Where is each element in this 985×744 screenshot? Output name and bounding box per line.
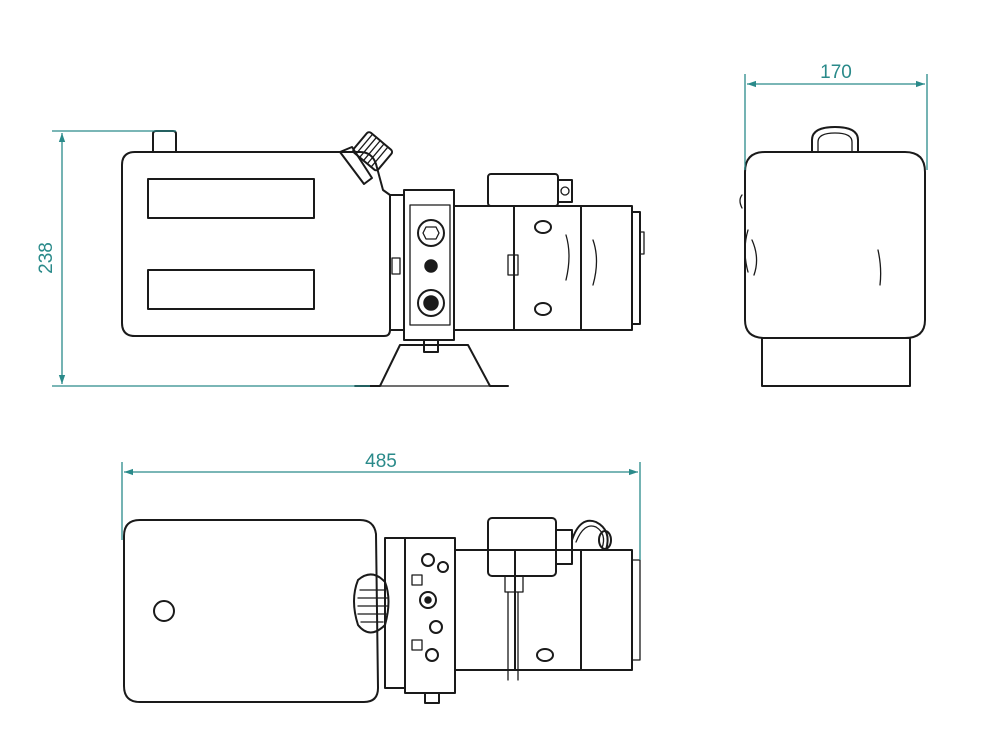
dimension-depth: 170	[744, 62, 928, 170]
dimension-length-label: 485	[365, 451, 397, 472]
dimension-depth-label: 170	[820, 62, 852, 83]
side-tank-body	[744, 151, 926, 339]
side-base-motor	[761, 337, 911, 387]
top-tank-body	[123, 519, 379, 703]
top-solenoid	[487, 517, 557, 577]
front-tank-recess-bottom	[147, 269, 315, 310]
front-solenoid	[487, 173, 559, 207]
front-tank-recess-top	[147, 178, 315, 219]
top-pump-housing	[454, 549, 516, 671]
front-filler-neck	[339, 146, 373, 185]
front-filler-cap	[352, 131, 394, 172]
dimension-height: 238	[36, 130, 370, 387]
front-motor-body	[513, 205, 633, 331]
top-motor-body	[514, 549, 633, 671]
front-valve-port-top	[417, 219, 445, 247]
front-pump-housing	[453, 205, 515, 331]
top-view	[123, 517, 641, 704]
top-filler-cap	[353, 573, 390, 634]
dimension-height-label: 238	[36, 242, 57, 274]
front-vent-nozzle	[152, 130, 177, 153]
side-view	[739, 126, 926, 387]
top-power-cable	[571, 519, 609, 551]
top-vent-hole	[153, 600, 175, 622]
side-filler-cap	[811, 126, 859, 153]
front-valve-port-bottom	[417, 289, 445, 317]
top-valve-block	[404, 537, 456, 694]
front-valve-port-mid	[424, 259, 438, 273]
front-view	[121, 130, 645, 387]
dimension-length: 485	[121, 451, 641, 560]
